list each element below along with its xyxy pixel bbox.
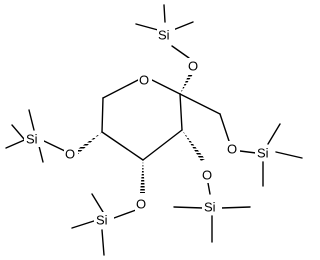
- silicon-label-right: Si: [257, 145, 269, 160]
- atom-labels: O O O O O O Si Si Si Si Si: [24, 27, 275, 228]
- stereo-bonds: [75, 69, 205, 193]
- substituent-bonds: [5, 4, 303, 256]
- hashed-bond-c5-o: [75, 132, 102, 155]
- oxygen-label-bottom: O: [136, 196, 146, 211]
- bond-si-me-top-up: [163, 4, 166, 23]
- silicon-label-left: Si: [26, 131, 38, 146]
- bond-si-me-bottom-down: [101, 229, 105, 256]
- oxygen-label-mid: O: [202, 167, 212, 182]
- silicon-label-mid: Si: [204, 199, 216, 214]
- hashed-bond-c3-o: [182, 130, 205, 161]
- bond-o-si-left: [43, 140, 68, 153]
- bond-c2-ch2: [179, 93, 221, 115]
- oxygen-label-left: O: [65, 146, 75, 161]
- ring-bond-c5-o: [102, 79, 139, 99]
- hashed-bond-c4-o: [140, 160, 145, 193]
- bond-o-si-mid: [207, 182, 211, 195]
- bond-si-me-bottom-up: [91, 193, 104, 213]
- bond-si-me-top-right: [172, 21, 194, 31]
- ring-bond-c4-c5ring: [101, 131, 144, 161]
- bond-o-si-right: [239, 150, 257, 154]
- molecule-diagram: O O O O O O Si Si Si Si Si: [5, 4, 303, 256]
- ring-bond-c3-c4: [142, 129, 183, 161]
- bond-o-si-top: [171, 45, 190, 59]
- bond-si-me-right-right: [275, 151, 303, 159]
- silicon-label-top: Si: [158, 27, 170, 42]
- oxygen-label-right: O: [227, 141, 237, 156]
- ring-oxygen-label: O: [139, 72, 149, 87]
- silicon-label-bottom: Si: [96, 212, 108, 227]
- bond-si-me-left-down: [38, 145, 44, 163]
- hashed-bond-c2-o: [180, 69, 195, 94]
- structure-svg: O O O O O O Si Si Si Si Si: [5, 4, 303, 256]
- bond-o-si-bottom: [113, 209, 137, 219]
- bond-si-me-left-up: [28, 109, 35, 131]
- ring-bond-c5ring-ch2: [101, 97, 104, 133]
- ring-bond-c2-c3: [179, 93, 183, 131]
- ring: [101, 79, 183, 161]
- oxygen-label-top: O: [188, 58, 198, 73]
- ring-bond-o-c2: [151, 79, 181, 95]
- bond-si-me-right-up: [267, 123, 281, 145]
- bond-si-me-mid-right: [220, 206, 251, 209]
- bond-si-me-bottom-left: [71, 219, 98, 229]
- bond-si-me-top-left: [135, 23, 159, 31]
- bond-si-me-mid-left: [173, 206, 204, 209]
- bond-ch2-o: [219, 113, 230, 142]
